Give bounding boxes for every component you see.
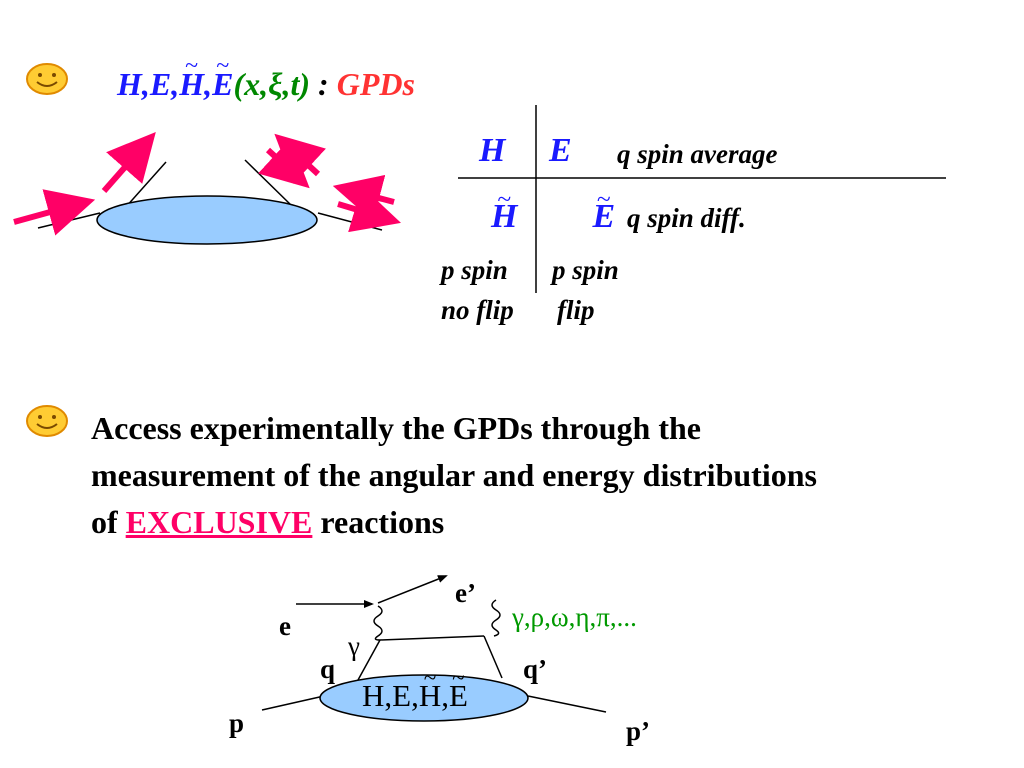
quark-out-line (483, 635, 503, 679)
body-paragraph: Access experimentally the GPDs through t… (91, 405, 1011, 546)
body-line-3-pre: of (91, 504, 126, 540)
label-e: e (279, 611, 291, 641)
blob-label-comma: , (441, 678, 449, 713)
smiley-icon (26, 63, 68, 95)
table-e-tilde: E (592, 198, 615, 236)
label-gamma: γ (348, 631, 360, 661)
body-line-3: of EXCLUSIVE reactions (91, 499, 1011, 546)
table-foot-left-1: p spin (441, 255, 508, 285)
gpd-table-grid (458, 105, 946, 293)
blob-label-he: H,E, (362, 678, 419, 713)
body-line-1: Access experimentally the GPDs through t… (91, 410, 701, 446)
table-h: H (479, 132, 506, 169)
blob-label-h-tilde: H (419, 678, 441, 714)
body-line-3-post: reactions (312, 504, 445, 540)
arrow-in (13, 189, 96, 236)
table-row1-desc: q spin average (617, 139, 778, 169)
title-h-tilde: H (179, 66, 204, 103)
proton-in-line (261, 695, 325, 711)
blob-label-e-tilde: E (449, 678, 468, 714)
title-args: (x,ξ,t) (233, 66, 311, 102)
smiley-icon (26, 405, 68, 437)
outgoing-meson-wave (491, 599, 501, 637)
quark-in-line (357, 639, 381, 681)
label-e-prime: e’ (455, 578, 476, 608)
exclusive-emphasis: EXCLUSIVE (125, 504, 313, 540)
title-e: E (149, 66, 172, 102)
table-foot-right-2: flip (557, 295, 595, 325)
body-line-2: measurement of the angular and energy di… (91, 457, 817, 493)
quark-line-left (124, 161, 167, 209)
electron-out-line (377, 575, 448, 604)
arrow-out-b (332, 174, 395, 222)
quark-propagator (379, 635, 485, 641)
label-q: q (320, 654, 336, 684)
table-e: E (549, 132, 572, 169)
table-row2-desc: q spin diff. (627, 203, 746, 233)
label-q-prime: q’ (523, 654, 548, 684)
table-foot-left-2: no flip (441, 295, 514, 325)
label-p: p (229, 708, 245, 738)
title-separator: : (310, 66, 337, 102)
title-comma: , (141, 66, 150, 102)
title-e-tilde: E (212, 66, 233, 103)
table-foot-right-1: p spin (552, 255, 619, 285)
title-h: H (117, 66, 142, 102)
table-h-tilde: H (491, 198, 517, 236)
proton-out-line (527, 695, 607, 713)
blob-ellipse (96, 195, 318, 245)
blob-label: H,E,H,E (362, 678, 468, 714)
arrow-quark-out (101, 131, 156, 193)
label-p-prime: p’ (626, 716, 651, 746)
virtual-photon-wave (373, 605, 383, 641)
gpd-handbag-diagram (13, 131, 401, 245)
title-comma: , (204, 66, 213, 102)
title-gpds: GPDs (336, 66, 415, 102)
title-comma: , (171, 66, 180, 102)
gpd-title: H,E,H,E(x,ξ,t) : GPDs (117, 66, 415, 103)
arrow-quark-right-b (274, 133, 326, 184)
meson-list: γ,ρ,ω,η,π,... (512, 602, 637, 632)
